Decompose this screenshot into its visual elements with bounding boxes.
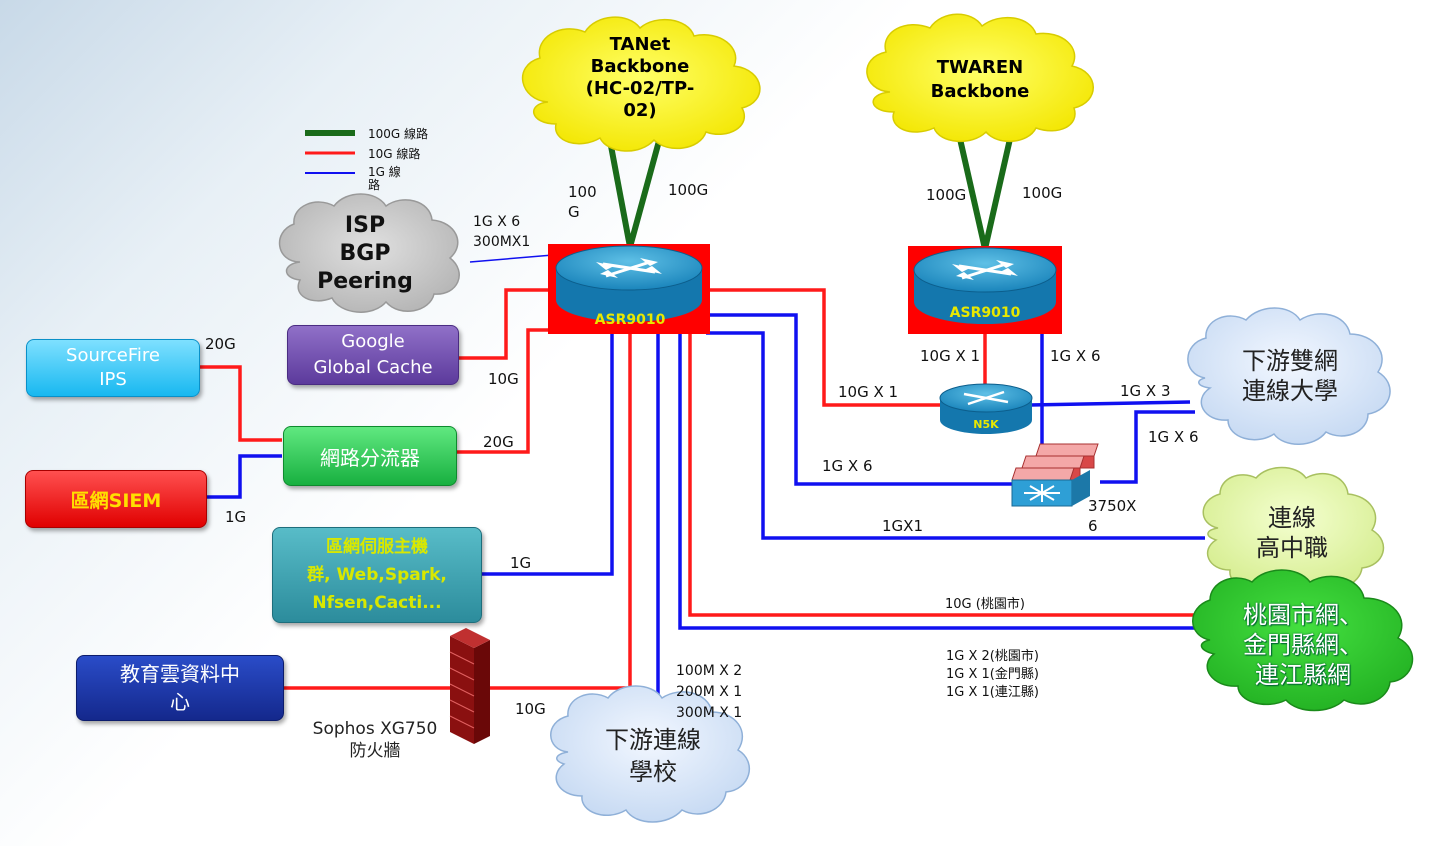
cloud-downstream-univ — [1187, 307, 1391, 445]
link-label-asr-n5k: 10G X 1 — [838, 383, 899, 401]
line-splitter-asr — [455, 328, 553, 454]
line-asr-highschool — [706, 331, 1205, 540]
line-google-asr — [458, 288, 553, 360]
router-arrows-icon — [596, 258, 662, 278]
link-label-univ-1gx6: 1G X 6 — [1148, 428, 1199, 446]
line-tanet-asr-right — [627, 129, 665, 248]
servers-label: 區網伺服主機 群, Web,Spark, Nfsen,Cacti... — [307, 537, 447, 613]
cloud-tanet — [521, 16, 761, 152]
cloud-schools-label: 下游連線 學校 — [605, 726, 701, 786]
switch-arrows-icon — [1024, 484, 1060, 502]
router-n5k — [939, 383, 1033, 434]
firewall-label: Sophos XG750 防火牆 — [312, 719, 438, 761]
link-label-sourcefire: 20G — [205, 335, 236, 353]
cloud-twaren — [866, 13, 1094, 143]
line-asr-city-10g — [688, 333, 1212, 617]
cloud-twaren-label: TWAREN Backbone — [930, 57, 1030, 102]
network-splitter-label: 網路分流器 — [320, 445, 420, 470]
link-label-twaren-left: 100G — [926, 186, 967, 204]
cloud-city-label: 桃園市網、 金門縣網、 連江縣網 — [1243, 601, 1363, 689]
google-global-cache-label: Google Global Cache — [313, 331, 433, 378]
router-arrows-icon — [963, 390, 1009, 406]
line-n5k-univ — [1029, 400, 1191, 407]
link-label-asr2-3750: 1G X 6 — [1050, 347, 1101, 365]
cloud-isp-label: ISP BGP Peering — [317, 213, 413, 294]
line-10g-group — [200, 288, 1212, 690]
siem-box[interactable]: 區網SIEM — [25, 470, 207, 528]
link-label-univ-1gx3: 1G X 3 — [1120, 382, 1171, 400]
switch-3750-label: 3750X 6 — [1088, 497, 1137, 535]
link-label-schools: 100M X 2 200M X 1 300M X 1 — [676, 663, 743, 721]
link-label-city-10g: 10G (桃園市) — [945, 597, 1025, 612]
link-label-google: 10G — [488, 370, 519, 388]
legend-label-1g: 1G 線 路 — [368, 165, 401, 192]
link-label-twaren-right: 100G — [1022, 184, 1063, 202]
line-twaren-asr-left — [955, 129, 988, 250]
firewall-icon — [449, 628, 490, 744]
n5k-label: N5K — [973, 418, 999, 431]
link-label-clouddc: 10G — [515, 700, 546, 718]
servers-box[interactable]: 區網伺服主機 群, Web,Spark, Nfsen,Cacti... — [272, 527, 482, 623]
cloud-tanet-label: TANet Backbone (HC-02/TP- 02) — [585, 34, 695, 121]
siem-label: 區網SIEM — [70, 489, 162, 512]
cloud-highschool-label: 連線 高中職 — [1256, 504, 1328, 562]
router-asr9010-twaren — [908, 246, 1062, 334]
line-asr-3750 — [696, 313, 1015, 486]
line-siem-splitter — [205, 454, 282, 499]
line-3750-univ — [1100, 410, 1195, 484]
line-isp-asr — [469, 254, 554, 263]
edu-cloud-datacenter-label: 教育雲資料中 心 — [120, 662, 240, 714]
link-label-servers: 1G — [510, 554, 532, 572]
router-arrows-icon — [952, 260, 1018, 280]
link-label-asr-3750: 1G X 6 — [822, 457, 873, 475]
link-label-asr2-n5k: 10G X 1 — [920, 347, 981, 365]
edu-cloud-datacenter-box[interactable]: 教育雲資料中 心 — [76, 655, 284, 721]
sourcefire-ips-box[interactable]: SourceFire IPS — [26, 339, 200, 397]
cloud-schools — [550, 685, 750, 823]
line-tanet-asr-left — [605, 129, 633, 248]
line-sourcefire-splitter — [200, 365, 282, 442]
router-asr9010-main — [548, 244, 710, 334]
link-label-siem: 1G — [225, 508, 247, 526]
cloud-isp — [278, 193, 460, 313]
google-global-cache-box[interactable]: Google Global Cache — [287, 325, 459, 385]
line-asr-n5k — [706, 288, 940, 407]
line-1g-group — [205, 313, 1212, 705]
link-label-highschool: 1GX1 — [882, 517, 923, 535]
cloud-highschool — [1202, 466, 1385, 596]
legend-label-100g: 100G 線路 — [368, 127, 429, 141]
line-twaren-asr-right — [982, 129, 1015, 250]
cloud-downstream-univ-label: 下游雙網 連線大學 — [1242, 347, 1338, 405]
asr-twaren-label: ASR9010 — [949, 305, 1021, 321]
link-label-tanet-left: 100 G — [568, 183, 597, 221]
network-splitter-box[interactable]: 網路分流器 — [283, 426, 457, 486]
line-100g-group — [605, 129, 1015, 250]
line-asr-city-1g — [678, 333, 1212, 630]
line-servers-asr — [480, 333, 614, 576]
legend-label-10g: 10G 線路 — [368, 147, 421, 161]
cloud-city — [1192, 569, 1414, 712]
link-label-splitter: 20G — [483, 433, 514, 451]
switch-3750-stack — [1011, 443, 1099, 507]
link-label-tanet-right: 100G — [668, 181, 709, 199]
sourcefire-ips-label: SourceFire IPS — [66, 345, 160, 390]
asr-main-label: ASR9010 — [594, 312, 666, 328]
link-label-isp: 1G X 6 300MX1 — [473, 214, 531, 250]
link-label-city-1g: 1G X 2(桃園市) 1G X 1(金門縣) 1G X 1(連江縣) — [946, 649, 1039, 700]
